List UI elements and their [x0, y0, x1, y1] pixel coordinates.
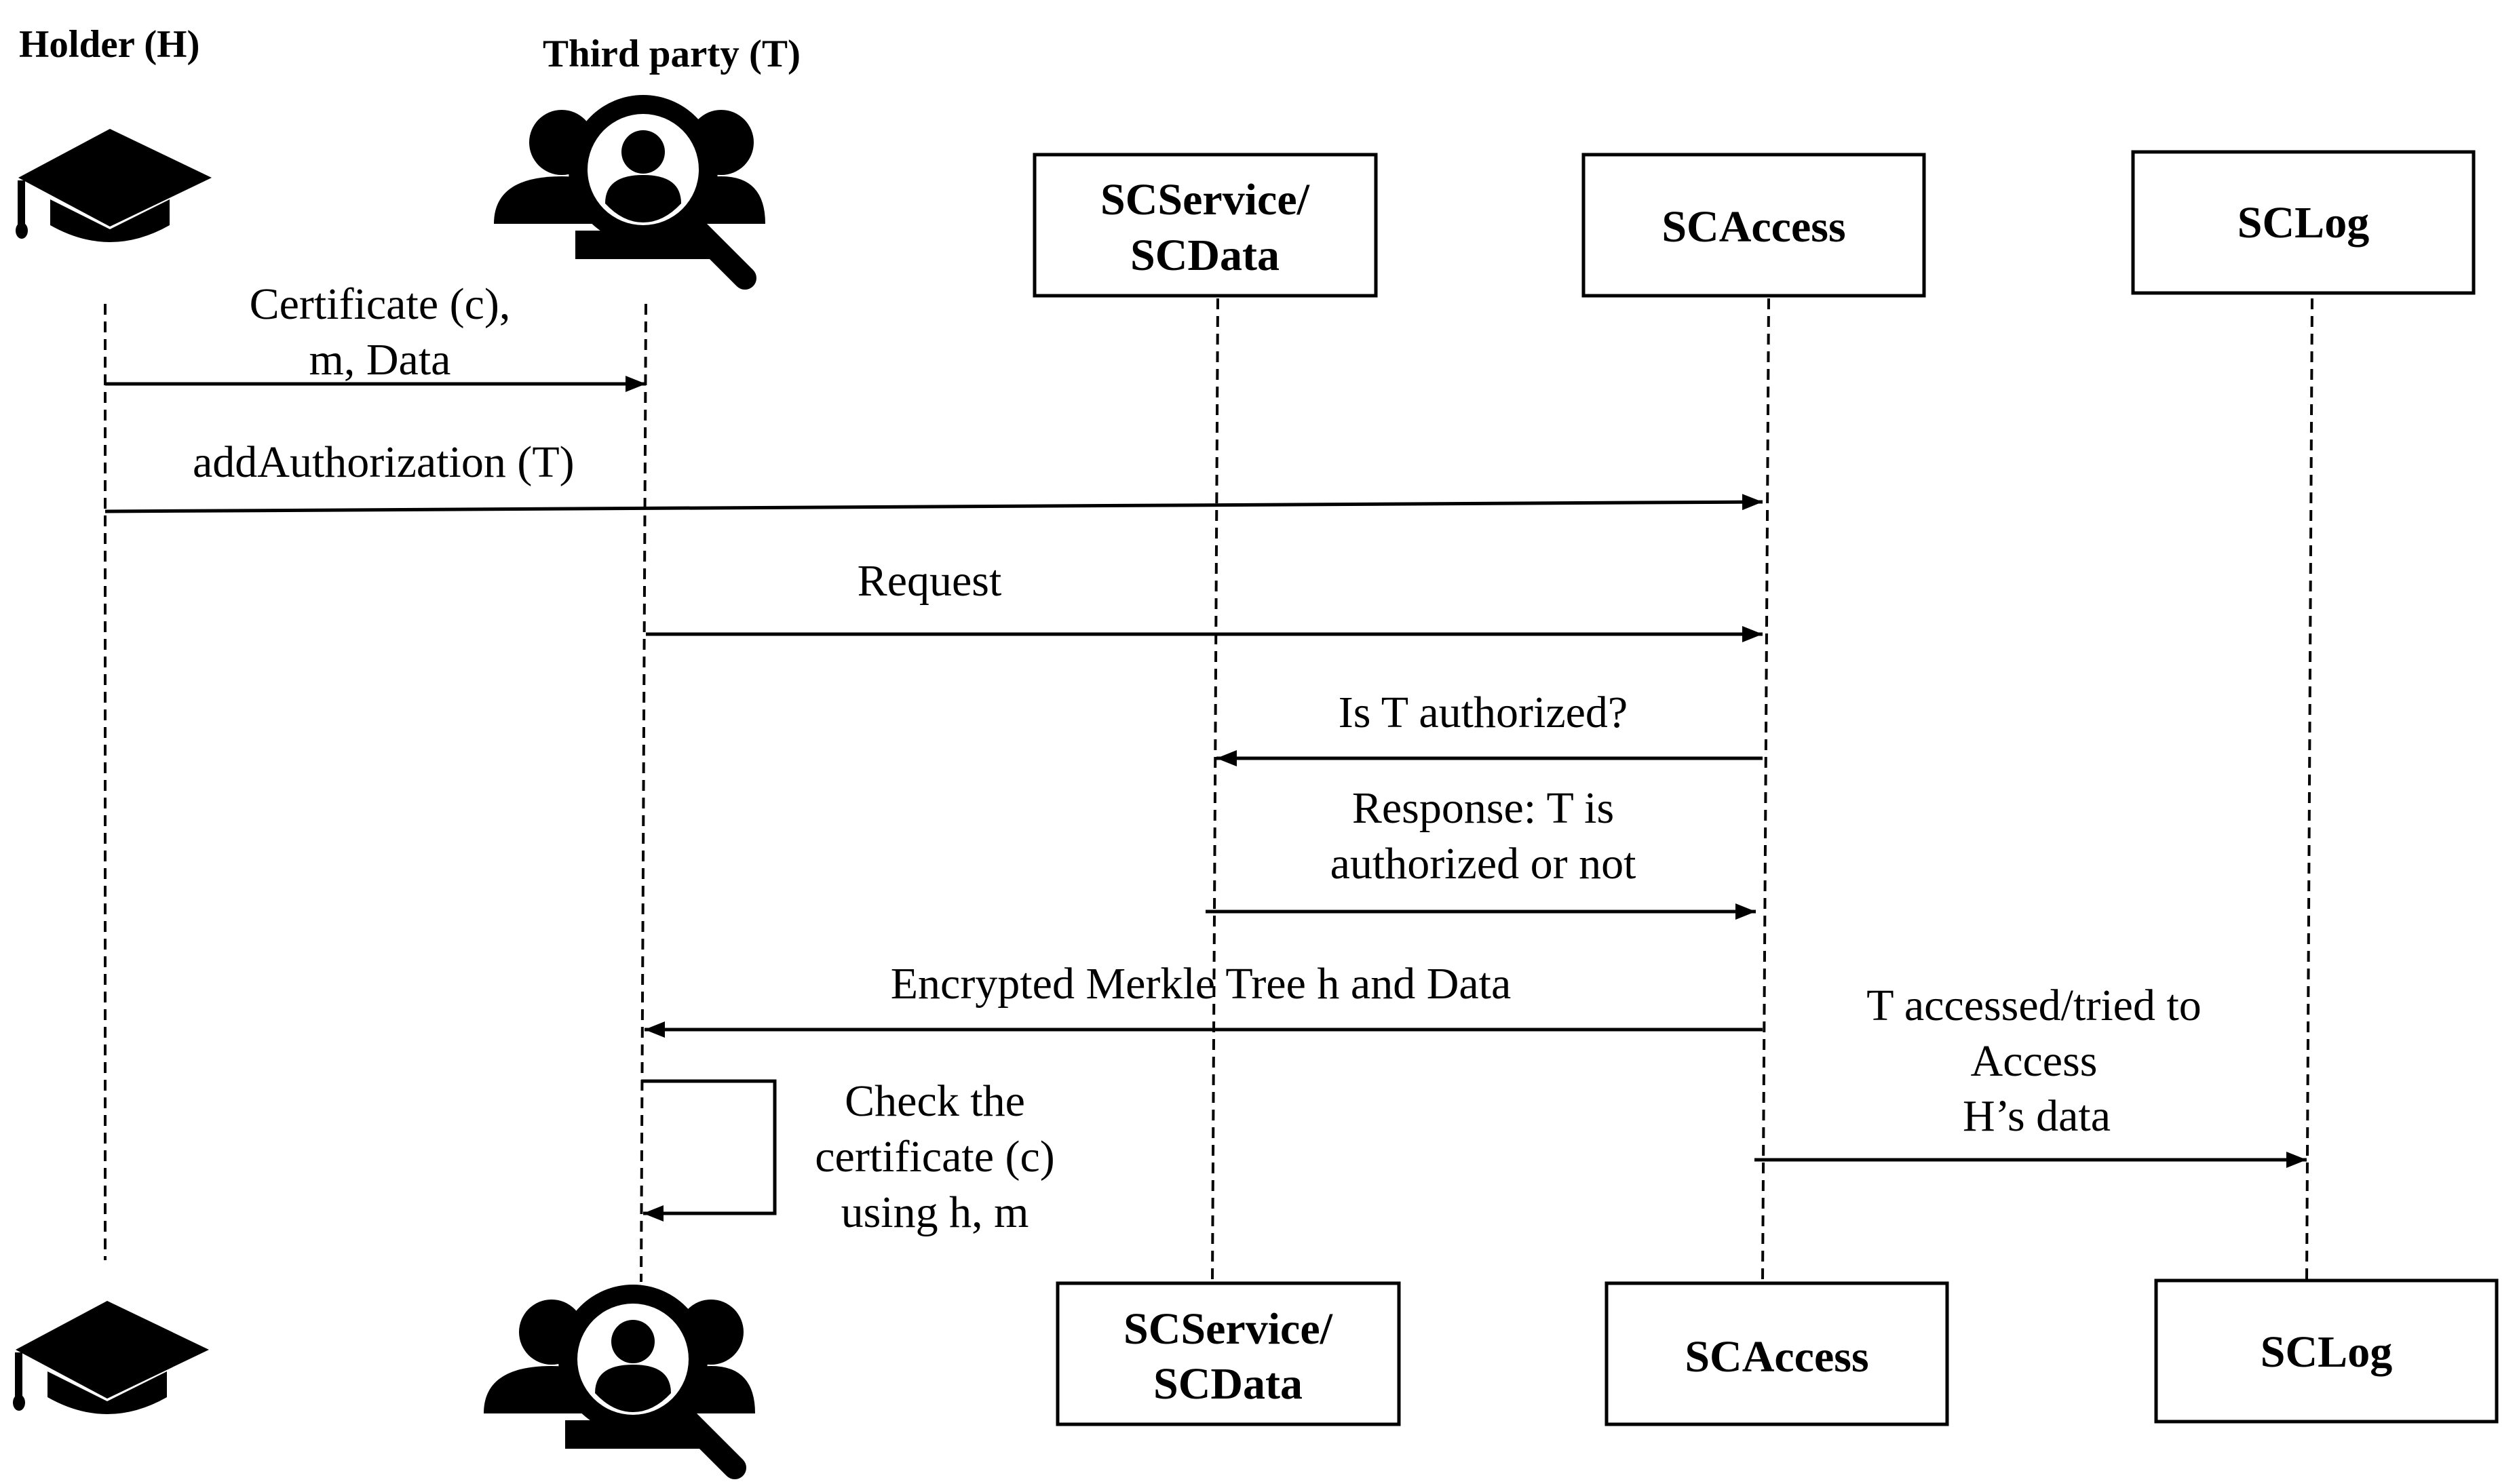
sclog-box-label: SCLog — [2261, 1327, 2392, 1377]
msg-add-authorization: addAuthorization (T) — [104, 437, 1763, 513]
msg-accessed-log-label-line3: H’s data — [1963, 1091, 2111, 1141]
scaccess-box-top: SCAccess — [1581, 153, 1926, 298]
scaccess-box-bottom: SCAccess — [1605, 1281, 1949, 1426]
msg-accessed-log-label-line1: T accessed/tried to — [1866, 981, 2202, 1030]
scservice-box-top: SCService/ SCData — [1033, 153, 1378, 298]
scaccess-lifeline — [1761, 298, 1770, 1283]
msg-check-certificate-label-line3: using h, m — [841, 1188, 1029, 1237]
sclog-lifeline — [2305, 298, 2313, 1283]
msg-accessed-log-label-line2: Access — [1971, 1036, 2098, 1086]
msg-accessed-log: T accessed/tried to Access H’s data — [1754, 981, 2307, 1168]
holder-label: Holder (H) — [19, 23, 200, 66]
msg-response-label-line2: authorized or not — [1330, 839, 1636, 889]
scservice-box-label-line1: SCService/ — [1100, 175, 1311, 224]
third-party-label: Third party (T) — [543, 33, 801, 75]
graduation-cap-icon — [13, 1301, 209, 1414]
msg-request-label: Request — [858, 556, 1002, 606]
msg-response-label-line1: Response: T is — [1352, 783, 1614, 833]
group-search-icon — [484, 1285, 755, 1479]
scservice-lifeline — [1211, 298, 1219, 1283]
msg-add-authorization-label: addAuthorization (T) — [193, 437, 575, 487]
sclog-box-label: SCLog — [2237, 198, 2369, 248]
msg-is-authorized: Is T authorized? — [1216, 688, 1763, 766]
msg-check-certificate: Check the certificate (c) using h, m — [641, 1076, 1055, 1237]
scservice-box-bottom: SCService/ SCData — [1056, 1281, 1401, 1426]
msg-check-certificate-label-line2: certificate (c) — [815, 1132, 1055, 1182]
scservice-box-label-line2: SCData — [1153, 1359, 1303, 1409]
msg-check-certificate-arrow — [641, 1079, 777, 1222]
msg-certificate-label-line1: Certificate (c), — [250, 279, 511, 329]
scservice-box-label-line1: SCService/ — [1123, 1304, 1334, 1354]
msg-is-authorized-label: Is T authorized? — [1339, 688, 1628, 737]
msg-certificate: Certificate (c), m, Data — [105, 279, 646, 392]
msg-response: Response: T is authorized or not — [1206, 783, 1756, 920]
sclog-box-bottom: SCLog — [2154, 1278, 2499, 1424]
msg-certificate-label-line2: m, Data — [309, 335, 451, 385]
msg-encrypted-merkle-label: Encrypted Merkle Tree h and Data — [891, 959, 1512, 1009]
scservice-box-label-line2: SCData — [1130, 231, 1280, 280]
graduation-cap-icon — [16, 129, 212, 242]
scaccess-box-label: SCAccess — [1685, 1332, 1868, 1382]
group-search-icon — [494, 95, 765, 290]
msg-add-authorization-arrow — [104, 494, 1763, 513]
msg-check-certificate-label-line1: Check the — [845, 1076, 1025, 1126]
sclog-box-top: SCLog — [2131, 150, 2476, 295]
third-party-lifeline — [640, 303, 647, 1283]
scaccess-box-label: SCAccess — [1661, 202, 1845, 252]
msg-encrypted-merkle: Encrypted Merkle Tree h and Data — [645, 959, 1763, 1038]
msg-request: Request — [646, 556, 1763, 642]
